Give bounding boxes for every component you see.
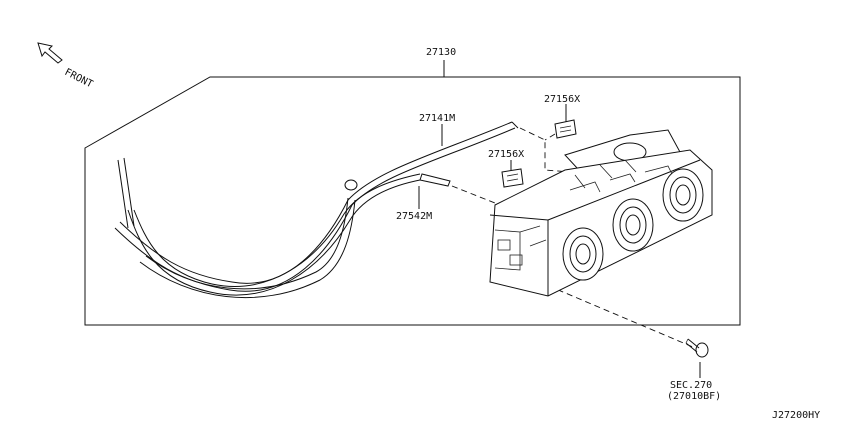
clip-lower: [501, 168, 524, 188]
knob-left: [562, 227, 604, 281]
label-27141m: 27141M: [419, 113, 455, 124]
screw-icon: [685, 338, 709, 358]
label-27542m: 27542M: [396, 211, 432, 222]
dash-clip-upper: [544, 133, 556, 141]
heater-control-unit: [489, 129, 713, 297]
control-cables: [114, 121, 519, 299]
label-27156x-upper: 27156X: [544, 94, 580, 105]
knob-right: [662, 168, 704, 222]
front-arrow-icon: [37, 42, 63, 64]
knob-middle: [612, 198, 654, 252]
dash-cable-lower: [451, 185, 501, 206]
label-27130: 27130: [426, 47, 456, 58]
label-27156x-lower: 27156X: [488, 149, 524, 160]
assembly-boundary: [84, 76, 741, 326]
clip-upper: [554, 119, 577, 139]
dash-cable-upper: [519, 127, 571, 173]
diagram-code: J27200HY: [772, 410, 820, 421]
front-label: FRONT: [63, 67, 95, 90]
label-27010bf: (27010BF): [667, 391, 721, 402]
label-sec270: SEC.270: [670, 380, 712, 391]
